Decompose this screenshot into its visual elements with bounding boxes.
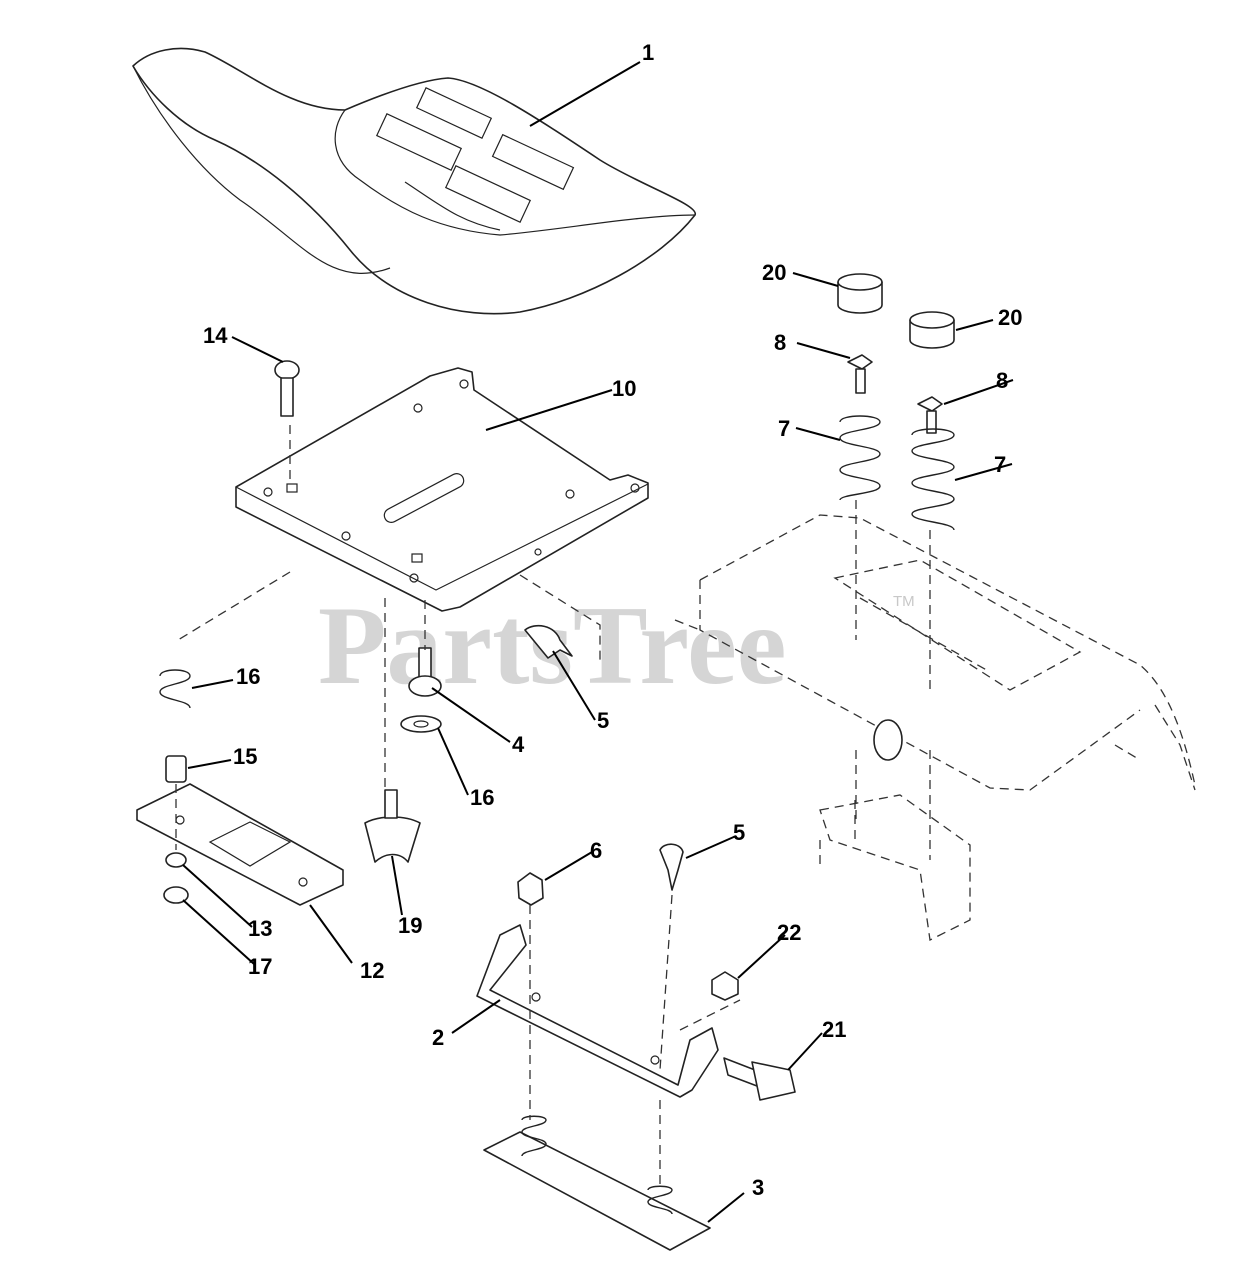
part-seat-pan [235,367,649,612]
callout-19: 19 [398,913,422,938]
part-spacer-right [909,311,955,349]
callout-20-left: 20 [762,260,786,285]
callout-7-right: 7 [994,452,1006,477]
part-bolt-right [917,396,943,434]
callout-14: 14 [203,323,228,348]
callout-16-center: 16 [470,785,494,810]
part-bushing [165,755,187,783]
part-lock-nut [711,971,739,1001]
callout-5-lower: 5 [733,820,745,845]
callouts: 1 2 3 4 5 5 6 7 7 8 8 10 12 13 14 15 16 … [203,40,1022,1200]
part-carriage-bolt [274,360,300,417]
part-base-plate [483,1115,711,1251]
part-nut [163,852,189,904]
part-washer [400,715,442,733]
part-spring-small [159,669,191,709]
part-plate [136,783,344,906]
callout-8-left: 8 [774,330,786,355]
assembly-lines [175,425,931,1190]
callout-6: 6 [590,838,602,863]
callout-10: 10 [612,376,636,401]
part-knob [364,789,421,863]
callout-5-upper: 5 [597,708,609,733]
part-spacer-left [837,273,883,314]
frame-context [674,514,1196,941]
callout-17: 17 [248,954,272,979]
callout-16-left: 16 [236,664,260,689]
part-clip-upper [524,624,573,659]
leader-lines [182,61,1014,1223]
callout-7-left: 7 [778,416,790,441]
callout-20-right: 20 [998,305,1022,330]
part-bracket [476,924,719,1098]
callout-2: 2 [432,1025,444,1050]
callout-22: 22 [777,920,801,945]
part-shoulder-bolt [723,1057,796,1101]
callout-1: 1 [642,40,654,65]
part-seat [132,47,696,315]
watermark-trademark: TM [893,593,915,610]
part-spring-left [839,415,881,501]
callout-8-right: 8 [996,368,1008,393]
callout-13: 13 [248,916,272,941]
part-spring-right [911,428,955,531]
part-clip-lower [659,843,684,891]
callout-12: 12 [360,958,384,983]
part-bolt-shoulder [408,647,442,697]
part-bolt-left [847,354,873,394]
callout-3: 3 [752,1175,764,1200]
callout-21: 21 [822,1017,846,1042]
callout-4: 4 [512,732,525,757]
callout-15: 15 [233,744,257,769]
part-hex-nut [517,872,544,906]
